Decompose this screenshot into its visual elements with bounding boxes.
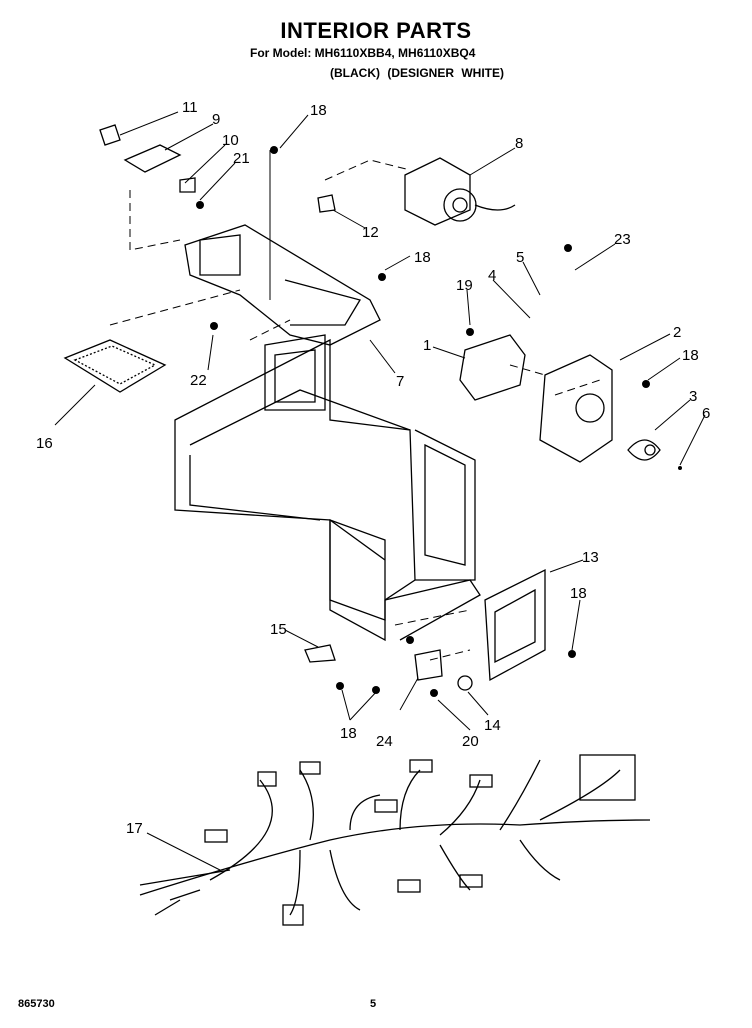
callout-12: 12 (362, 224, 379, 241)
callout-9: 9 (212, 111, 220, 128)
cavity-outline (174, 338, 416, 642)
callout-22: 22 (190, 372, 207, 389)
callout-17: 17 (126, 820, 143, 837)
callout-14: 14 (484, 717, 501, 734)
callout-15: 15 (270, 621, 287, 638)
relay (414, 649, 443, 681)
callout-6: 6 (702, 405, 710, 422)
callout-13: 13 (582, 549, 599, 566)
callout-3: 3 (689, 388, 697, 405)
blower-motor (404, 157, 471, 226)
fan-motor (459, 334, 526, 401)
fan-housing (539, 354, 613, 463)
callout-20: 20 (462, 733, 479, 750)
callout-10: 10 (222, 132, 239, 149)
model-line: For Model: MH6110XBB4, MH6110XBQ4 (250, 46, 476, 60)
callout-18-duct: 18 (414, 249, 431, 266)
callout-16: 16 (36, 435, 53, 452)
vent-duct (184, 224, 381, 346)
callout-2: 2 (673, 324, 681, 341)
callout-18-switch: 18 (570, 585, 587, 602)
callout-18-housing: 18 (682, 347, 699, 364)
grease-filter (63, 339, 167, 393)
callout-8: 8 (515, 135, 523, 152)
latch-bracket (304, 644, 336, 663)
callout-23: 23 (614, 231, 631, 248)
callout-7: 7 (396, 373, 404, 390)
fan-blade (627, 439, 661, 461)
callout-24: 24 (376, 733, 393, 750)
doc-number: 865730 (18, 998, 55, 1010)
callout-19: 19 (456, 277, 473, 294)
callout-4: 4 (488, 267, 496, 284)
page-title: INTERIOR PARTS (280, 18, 472, 43)
thermal-cutout (123, 144, 182, 173)
callout-18-top: 18 (310, 102, 327, 119)
callout-18-bottom: 18 (340, 725, 357, 742)
callout-21: 21 (233, 150, 250, 167)
switch-bracket (484, 568, 546, 682)
callout-5: 5 (516, 249, 524, 266)
callout-1: 1 (423, 337, 431, 354)
wire-harness (139, 819, 651, 896)
callout-11: 11 (182, 99, 198, 116)
variant-line: (BLACK) (DESIGNER WHITE) (330, 66, 504, 80)
page-number: 5 (370, 998, 377, 1010)
